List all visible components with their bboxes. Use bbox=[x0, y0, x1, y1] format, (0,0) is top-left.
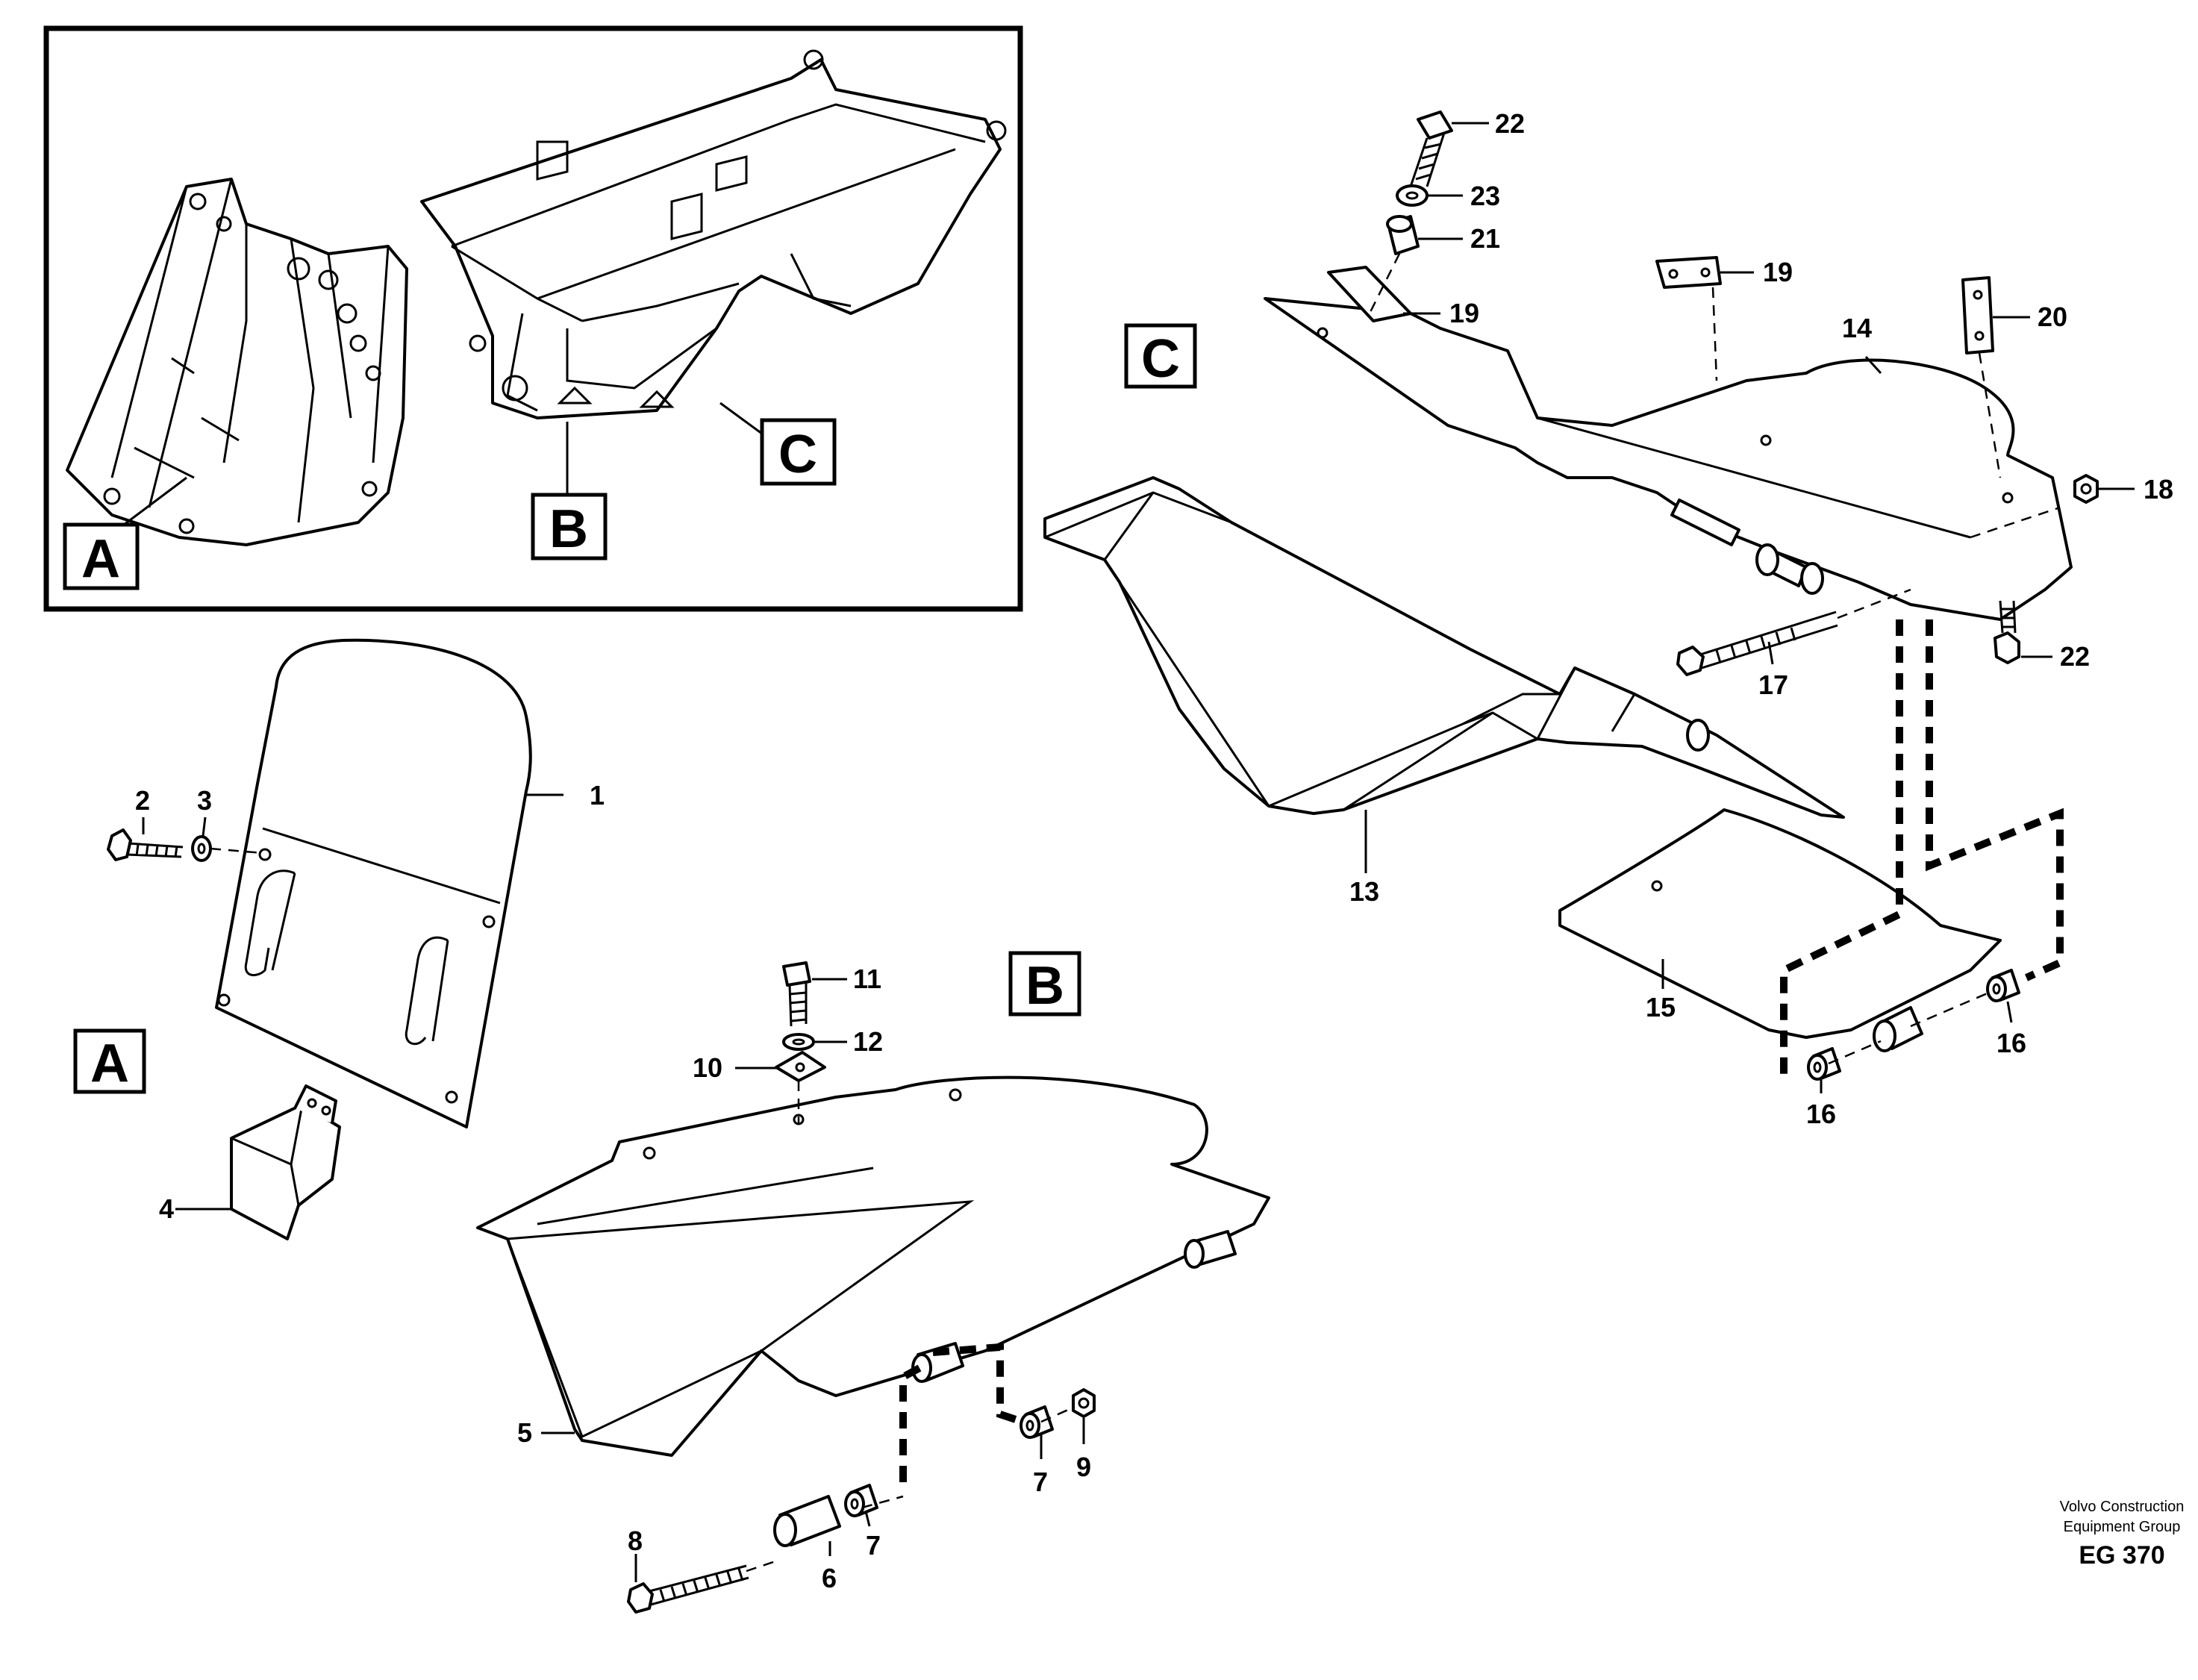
section-c: C bbox=[1043, 110, 2135, 1093]
part-18-nut bbox=[2073, 474, 2099, 504]
part-10-pad bbox=[775, 1051, 826, 1082]
part-16a-spacer bbox=[1807, 1047, 1841, 1081]
inset-label-b: B bbox=[549, 499, 588, 559]
callout-9: 9 bbox=[1076, 1452, 1091, 1482]
section-label-b: B bbox=[1025, 956, 1064, 1016]
part-7b-washer bbox=[1020, 1405, 1054, 1439]
lower-plate-spacers bbox=[1873, 1006, 1923, 1052]
part-1-guard-plate bbox=[215, 638, 532, 1128]
callout-23: 23 bbox=[1470, 181, 1500, 211]
part-21-bushing bbox=[1386, 215, 1420, 255]
part-7a-washer bbox=[844, 1484, 878, 1517]
callout-19a: 19 bbox=[1449, 298, 1479, 328]
rear-frame-drawing bbox=[420, 49, 1007, 419]
callout-10: 10 bbox=[693, 1052, 722, 1083]
callout-14: 14 bbox=[1842, 313, 1872, 343]
section-b: B bbox=[476, 951, 1270, 1614]
part-19b-strip bbox=[1655, 256, 1722, 289]
callout-1: 1 bbox=[590, 780, 605, 811]
part-9-nut bbox=[1072, 1388, 1096, 1418]
part-22b-bolt bbox=[1994, 600, 2020, 664]
part-11-bolt bbox=[782, 961, 811, 1027]
callout-13: 13 bbox=[1349, 876, 1379, 907]
callout-20: 20 bbox=[2038, 302, 2067, 332]
part-6-sleeve bbox=[773, 1495, 841, 1547]
part-2-bolt bbox=[107, 828, 184, 861]
callout-2: 2 bbox=[135, 785, 150, 816]
section-label-a: A bbox=[90, 1034, 129, 1093]
callout-22b: 22 bbox=[2060, 641, 2090, 672]
front-frame-drawing bbox=[66, 178, 408, 546]
footer-company-line2: Equipment Group bbox=[2064, 1519, 2181, 1535]
callout-15: 15 bbox=[1646, 992, 1676, 1022]
callout-11: 11 bbox=[853, 964, 881, 994]
footer-drawing-code: EG 370 bbox=[2079, 1541, 2164, 1570]
part-5-plate bbox=[476, 1075, 1270, 1457]
part-16b-spacer bbox=[1986, 969, 2020, 1002]
callout-7a: 7 bbox=[866, 1530, 881, 1561]
part-3-washer bbox=[191, 835, 212, 862]
inset-overview: A B C bbox=[43, 25, 1023, 612]
part-15-lower-plate bbox=[1558, 808, 2002, 1039]
part-14-upper-plate bbox=[1264, 297, 2073, 621]
part-22a-bolt bbox=[1409, 110, 1453, 187]
callout-4: 4 bbox=[159, 1193, 174, 1224]
callout-17: 17 bbox=[1758, 669, 1788, 700]
part-4-bracket bbox=[230, 1084, 341, 1240]
inset-label-a: A bbox=[81, 529, 120, 589]
section-a: A bbox=[73, 638, 563, 1240]
part-17-bolt bbox=[1676, 611, 1838, 676]
section-label-c: C bbox=[1141, 329, 1180, 389]
part-8-bolt bbox=[627, 1564, 749, 1614]
callout-8: 8 bbox=[628, 1526, 643, 1556]
inset-label-c: C bbox=[778, 425, 817, 484]
part-20-clip bbox=[1961, 276, 1994, 355]
callout-16b: 16 bbox=[1996, 1028, 2026, 1058]
part-12-washer bbox=[782, 1033, 815, 1051]
callout-3: 3 bbox=[197, 785, 212, 816]
callout-18: 18 bbox=[2144, 474, 2173, 505]
footer-company-line1: Volvo Construction bbox=[2060, 1499, 2185, 1515]
callout-7b: 7 bbox=[1033, 1467, 1048, 1497]
callout-numbers: 1 2 3 4 5 6 7 7 8 9 10 11 12 13 14 15 16… bbox=[135, 108, 2173, 1593]
callout-5: 5 bbox=[517, 1417, 532, 1448]
part-23-washer bbox=[1396, 184, 1429, 207]
footer: Volvo Construction Equipment Group EG 37… bbox=[2060, 1499, 2185, 1570]
plate-spacers bbox=[911, 1230, 1237, 1383]
callout-22a: 22 bbox=[1495, 108, 1525, 139]
callout-6: 6 bbox=[822, 1563, 837, 1593]
callout-12: 12 bbox=[853, 1026, 883, 1057]
part-13-guard bbox=[1043, 476, 1845, 819]
callout-16a: 16 bbox=[1806, 1099, 1836, 1129]
upper-plate-spacers bbox=[1670, 499, 1824, 595]
callout-19b: 19 bbox=[1763, 257, 1793, 287]
callout-21: 21 bbox=[1470, 223, 1500, 254]
